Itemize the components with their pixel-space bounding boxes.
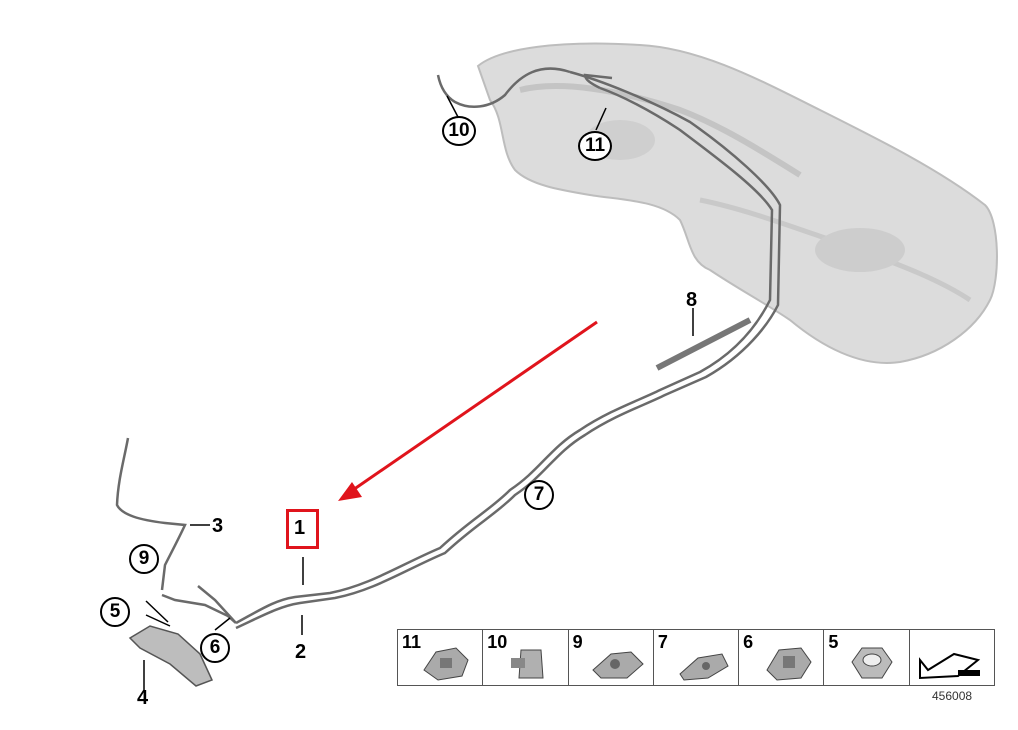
callout-4: 4 [137,687,149,709]
callout-10: 10 [442,116,476,146]
bracket-clip-icon [511,649,544,679]
legend-cell-symbol [910,630,994,685]
fuel-lines [235,67,782,630]
legend-num: 9 [572,632,583,652]
highlight-box [286,509,319,549]
callout-9: 9 [129,544,159,574]
hex-nut-icon [851,647,894,679]
clip-holder-icon [766,647,812,681]
callout-8: 8 [686,289,698,311]
callout-7: 7 [524,480,554,510]
clip-icon [423,647,469,681]
double-clip-icon [591,651,644,679]
callout-2: 2 [295,641,307,663]
multi-clip-icon [679,653,729,681]
arrow-symbol-icon [918,652,980,680]
legend-cell-7: 7 [654,630,740,685]
callout-6: 6 [200,633,230,663]
left-assembly [115,437,237,624]
fuel-tank [476,42,998,364]
legend-num: 6 [743,632,754,652]
bracket-part-4 [128,625,214,687]
legend-num: 10 [487,632,508,652]
callout-1: 1 [294,517,306,539]
callout-5: 5 [100,597,130,627]
parts-legend: 11 10 9 7 6 5 [397,629,995,686]
legend-num: 5 [828,632,839,652]
legend-num: 11 [402,632,422,652]
highlight-arrow [338,320,598,501]
part-8-strip [655,317,752,371]
legend-cell-5: 5 [824,630,910,685]
legend-num: 7 [657,632,668,652]
callout-3: 3 [212,515,224,537]
legend-cell-9: 9 [569,630,654,685]
legend-cell-6: 6 [739,630,825,685]
callout-11: 11 [578,131,612,161]
leader-lines [143,95,694,690]
legend-cell-10: 10 [483,630,569,685]
legend-cell-11: 11 [398,630,484,685]
part-number: 456008 [932,689,973,703]
